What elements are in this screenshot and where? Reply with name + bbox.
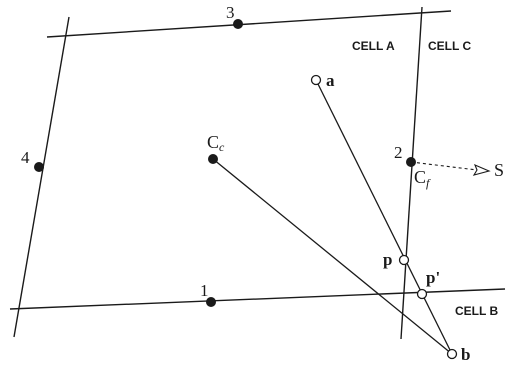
label-cell-a: CELL A: [352, 39, 395, 53]
label-cf: Cf: [414, 167, 431, 190]
label-p: p: [383, 250, 392, 269]
label-cc: Cc: [207, 132, 225, 154]
point-4: [34, 162, 44, 172]
label-p-prime: p': [426, 268, 440, 287]
label-3: 3: [226, 3, 235, 22]
label-a: a: [326, 71, 335, 90]
point-2: [406, 157, 416, 167]
top-edge: [46, 10, 452, 38]
point-3: [233, 19, 243, 29]
normal-vector-line: [410, 161, 478, 171]
point-b: [446, 348, 458, 360]
label-cf-sub: f: [426, 176, 431, 190]
point-1: [206, 297, 216, 307]
point-p: [398, 254, 410, 266]
bottom-edge: [9, 288, 506, 310]
label-cc-sub: c: [219, 140, 225, 154]
label-cf-main: C: [414, 167, 426, 187]
ray-a-to-b: [315, 79, 453, 355]
ray-cc-to-b: [212, 158, 453, 355]
right-edge: [400, 6, 423, 340]
label-cc-main: C: [207, 132, 219, 152]
label-cell-c: CELL C: [428, 39, 471, 53]
label-1: 1: [200, 281, 209, 300]
label-2: 2: [394, 143, 403, 162]
point-p-prime: [416, 288, 428, 300]
point-cc: [208, 154, 218, 164]
label-s: S: [494, 160, 504, 180]
point-a: [310, 74, 322, 86]
left-edge: [13, 16, 70, 338]
label-cell-b: CELL B: [455, 304, 498, 318]
label-4: 4: [21, 148, 30, 167]
normal-vector-arrowhead: [472, 163, 491, 176]
label-b: b: [461, 345, 470, 364]
